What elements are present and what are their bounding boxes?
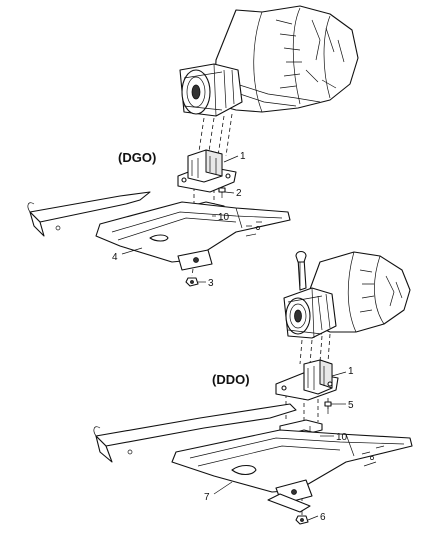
dgo-callout-nut: 3 [208, 278, 214, 289]
ddo-transmission [283, 250, 411, 339]
dgo-callout-crossmember: 4 [112, 252, 118, 263]
dgo-callout-bolt: 2 [236, 188, 242, 199]
dgo-transmission-mount [177, 149, 237, 193]
ddo-callout-transmission-mount: 1 [348, 366, 354, 377]
ddo-callout-nut: 6 [320, 512, 326, 523]
ddo-assembly: (DDO) 1 5 10 7 6 [93, 250, 413, 525]
ddo-transmission-mount [275, 359, 339, 401]
ddo-nut [295, 515, 309, 525]
dgo-nut [185, 277, 199, 287]
dgo-frame [27, 191, 291, 271]
dgo-label: (DGO) [118, 150, 156, 165]
dgo-callout-transmission-mount: 1 [240, 151, 246, 162]
ddo-frame [93, 403, 413, 513]
dgo-assembly: (DGO) 1 2 10 4 3 [27, 5, 359, 289]
ddo-callout-bolt: 5 [348, 400, 354, 411]
dgo-bolt [218, 187, 226, 198]
dgo-transmission [179, 5, 359, 117]
ddo-callout-crossmember: 7 [204, 492, 210, 503]
ddo-label: (DDO) [212, 372, 250, 387]
ddo-callout-spacer: 10 [336, 432, 348, 443]
ddo-bolt [324, 401, 332, 414]
dgo-callout-spacer: 10 [218, 212, 230, 223]
